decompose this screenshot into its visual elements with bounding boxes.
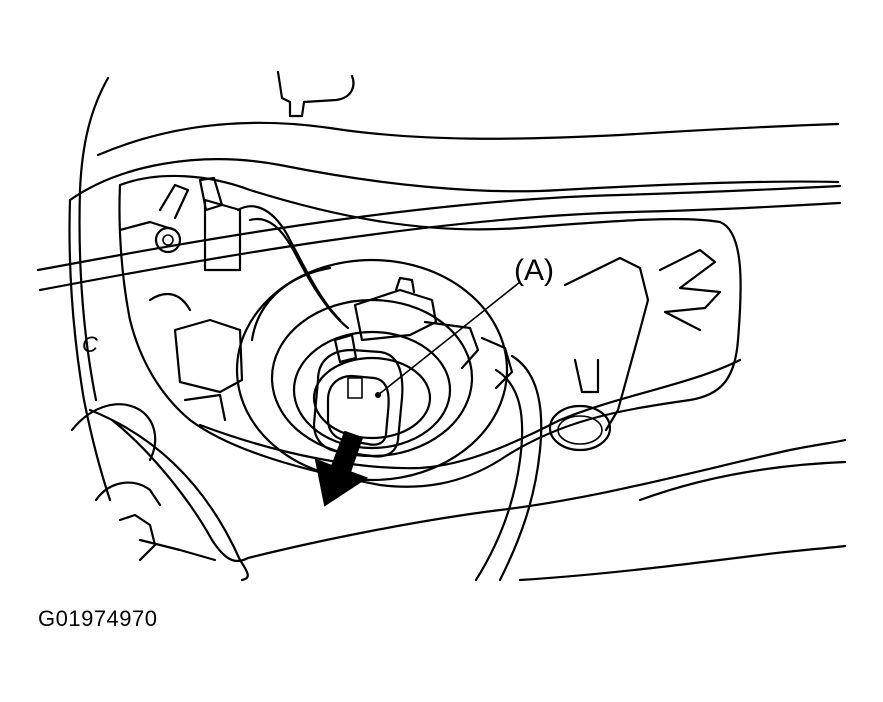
bulb-connector bbox=[312, 276, 514, 458]
callout-label-a: (A) bbox=[514, 254, 554, 287]
fender-outline bbox=[68, 76, 112, 502]
edge-mark-c: C bbox=[82, 332, 98, 357]
upper-wire bbox=[236, 205, 350, 330]
inner-bracket bbox=[148, 292, 244, 422]
bulb-socket bbox=[235, 258, 509, 482]
headlight-housing bbox=[118, 174, 742, 488]
callout-leader bbox=[375, 281, 521, 398]
lower-body-panel bbox=[70, 403, 847, 582]
figure-code: G01974970 bbox=[38, 606, 158, 631]
lower-cable bbox=[474, 354, 543, 582]
hood-edge bbox=[68, 121, 840, 202]
right-bracket bbox=[548, 248, 722, 452]
pull-direction-arrow bbox=[314, 430, 369, 507]
top-bracket bbox=[276, 70, 355, 118]
adjuster-bolt bbox=[118, 176, 242, 272]
harness-cable bbox=[36, 184, 842, 292]
